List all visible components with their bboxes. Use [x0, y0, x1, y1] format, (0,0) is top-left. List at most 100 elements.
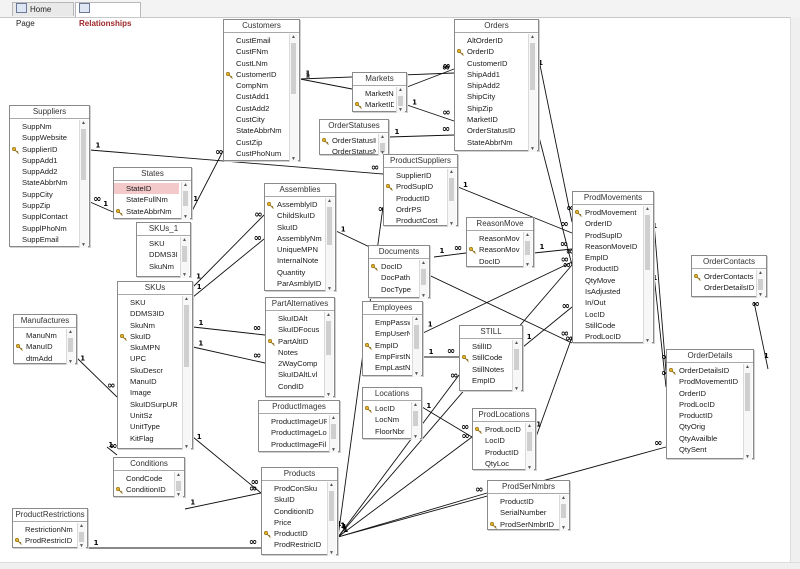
field-list-scrollbar[interactable]: ▲▼ [77, 523, 86, 549]
scroll-up-icon[interactable]: ▲ [176, 472, 181, 478]
field-item[interactable]: AssemblyID [265, 199, 323, 210]
field-item[interactable]: SuppCity [10, 189, 77, 200]
field-item[interactable]: AltOrderID [455, 35, 526, 46]
field-item[interactable]: ShipCity [455, 91, 526, 102]
field-item[interactable]: MarketID [353, 99, 394, 110]
field-item[interactable]: ProductImageFil [259, 439, 327, 450]
field-item[interactable]: SuppZip [10, 200, 77, 211]
scroll-up-icon[interactable]: ▲ [530, 34, 535, 40]
field-item[interactable]: IsAdjusted [573, 286, 641, 297]
table-title[interactable]: ProdLocations [473, 409, 535, 422]
field-list-scrollbar[interactable]: ▲▼ [327, 482, 336, 556]
table-title[interactable]: STILL [460, 326, 522, 339]
field-item[interactable]: SkuNm [118, 320, 180, 331]
field-item[interactable]: OrderContacts [692, 271, 754, 282]
field-item[interactable]: ProdRestricID [262, 539, 325, 550]
scroll-down-icon[interactable]: ▼ [745, 454, 750, 460]
field-item[interactable]: RestrictionNm [13, 524, 75, 535]
field-item[interactable]: SkuIDFocus [266, 324, 322, 335]
field-item[interactable]: SkuID [262, 494, 325, 505]
field-item[interactable]: OrderStatusID [455, 125, 526, 136]
field-item[interactable]: SuppEmail [10, 234, 77, 245]
scroll-down-icon[interactable]: ▼ [184, 444, 189, 450]
field-item[interactable]: ManuNm [14, 330, 64, 341]
field-item[interactable]: EmpID [573, 252, 641, 263]
field-item[interactable]: StateAbbrNm [224, 125, 287, 136]
field-item[interactable]: QtyOrig [667, 421, 741, 432]
scroll-thumb[interactable] [449, 178, 454, 202]
field-list-scrollbar[interactable]: ▲▼ [180, 237, 189, 278]
relationship-line[interactable] [337, 436, 473, 538]
scroll-down-icon[interactable]: ▼ [329, 550, 334, 556]
field-item[interactable]: CustCity [224, 114, 287, 125]
scroll-up-icon[interactable]: ▲ [81, 120, 86, 126]
field-item[interactable]: ConditionID [114, 484, 172, 495]
relationships-canvas[interactable]: 1∞1∞1∞1∞1∞∞11∞1∞1∞1∞1∞∞1∞1∞∞11∞1∞1∞1∞1∞1… [0, 17, 800, 563]
table-title[interactable]: SKUs [118, 282, 192, 295]
scroll-thumb[interactable] [530, 43, 535, 91]
field-item[interactable]: DocType [369, 284, 417, 295]
tab-home-page[interactable]: Home Page [12, 2, 74, 28]
field-item[interactable]: OrderID [667, 388, 741, 399]
table-title[interactable]: ProdSerNmbrs [488, 481, 569, 494]
relationship-line[interactable] [337, 374, 460, 538]
relationship-line[interactable] [192, 214, 265, 288]
scroll-thumb[interactable] [68, 338, 73, 353]
field-item[interactable]: StillCode [460, 352, 510, 363]
scroll-up-icon[interactable]: ▲ [561, 495, 566, 501]
field-list-scrollbar[interactable]: ▲▼ [378, 134, 387, 156]
relationship-line[interactable] [89, 149, 384, 175]
scroll-thumb[interactable] [398, 96, 403, 107]
relationship-line[interactable] [533, 248, 573, 254]
scroll-down-icon[interactable]: ▼ [525, 262, 530, 268]
field-item[interactable]: ProductImageUR [259, 416, 327, 427]
field-item[interactable]: LocID [363, 403, 409, 414]
field-item[interactable]: 2WayComp [266, 358, 322, 369]
scroll-up-icon[interactable]: ▲ [79, 523, 84, 529]
field-item[interactable]: SkuIDAlt [266, 313, 322, 324]
scroll-thumb[interactable] [414, 325, 419, 350]
table-orderstatuses[interactable]: OrderStatusesOrderStatusIDOrderStatusNm▲… [319, 119, 389, 156]
scroll-up-icon[interactable]: ▲ [380, 134, 385, 140]
field-item[interactable]: SkuID [265, 222, 323, 233]
field-item[interactable]: ParAsmblyID [265, 278, 323, 289]
scroll-thumb[interactable] [182, 246, 187, 263]
scroll-up-icon[interactable]: ▲ [525, 232, 530, 238]
scroll-down-icon[interactable]: ▼ [449, 221, 454, 227]
scroll-up-icon[interactable]: ▲ [327, 198, 332, 204]
field-item[interactable]: FloorNbr [363, 426, 409, 437]
field-item[interactable]: ProductImageLo [259, 427, 327, 438]
relationship-line[interactable] [192, 436, 262, 494]
scroll-up-icon[interactable]: ▲ [326, 312, 331, 318]
field-item[interactable]: CompNm [224, 80, 287, 91]
scroll-thumb[interactable] [326, 321, 331, 356]
field-list-scrollbar[interactable]: ▲▼ [512, 340, 521, 392]
scroll-up-icon[interactable]: ▲ [398, 87, 403, 93]
scroll-down-icon[interactable]: ▼ [326, 392, 331, 398]
field-item[interactable]: StateAbbrNm [455, 137, 526, 148]
table-title[interactable]: Suppliers [10, 106, 89, 119]
scroll-down-icon[interactable]: ▼ [645, 338, 650, 344]
scroll-thumb[interactable] [758, 279, 763, 291]
table-title[interactable]: States [114, 168, 191, 181]
field-item[interactable]: CustZip [224, 137, 287, 148]
scroll-down-icon[interactable]: ▼ [398, 107, 403, 113]
field-item[interactable]: ProdSupID [384, 181, 445, 192]
field-list-scrollbar[interactable]: ▲▼ [182, 296, 191, 450]
field-item[interactable]: OrderDetailsID [692, 282, 754, 293]
table-title[interactable]: Products [262, 468, 337, 481]
field-item[interactable]: ShipAdd1 [455, 69, 526, 80]
field-item[interactable]: PartAltID [266, 336, 322, 347]
relationship-line[interactable] [538, 59, 573, 223]
field-item[interactable]: ProductID [573, 263, 641, 274]
table-title[interactable]: PartAlternatives [266, 298, 334, 311]
field-item[interactable]: SuppAdd2 [10, 166, 77, 177]
field-item[interactable]: StateAbbrNm [10, 177, 77, 188]
table-title[interactable]: ProductSuppliers [384, 155, 457, 168]
